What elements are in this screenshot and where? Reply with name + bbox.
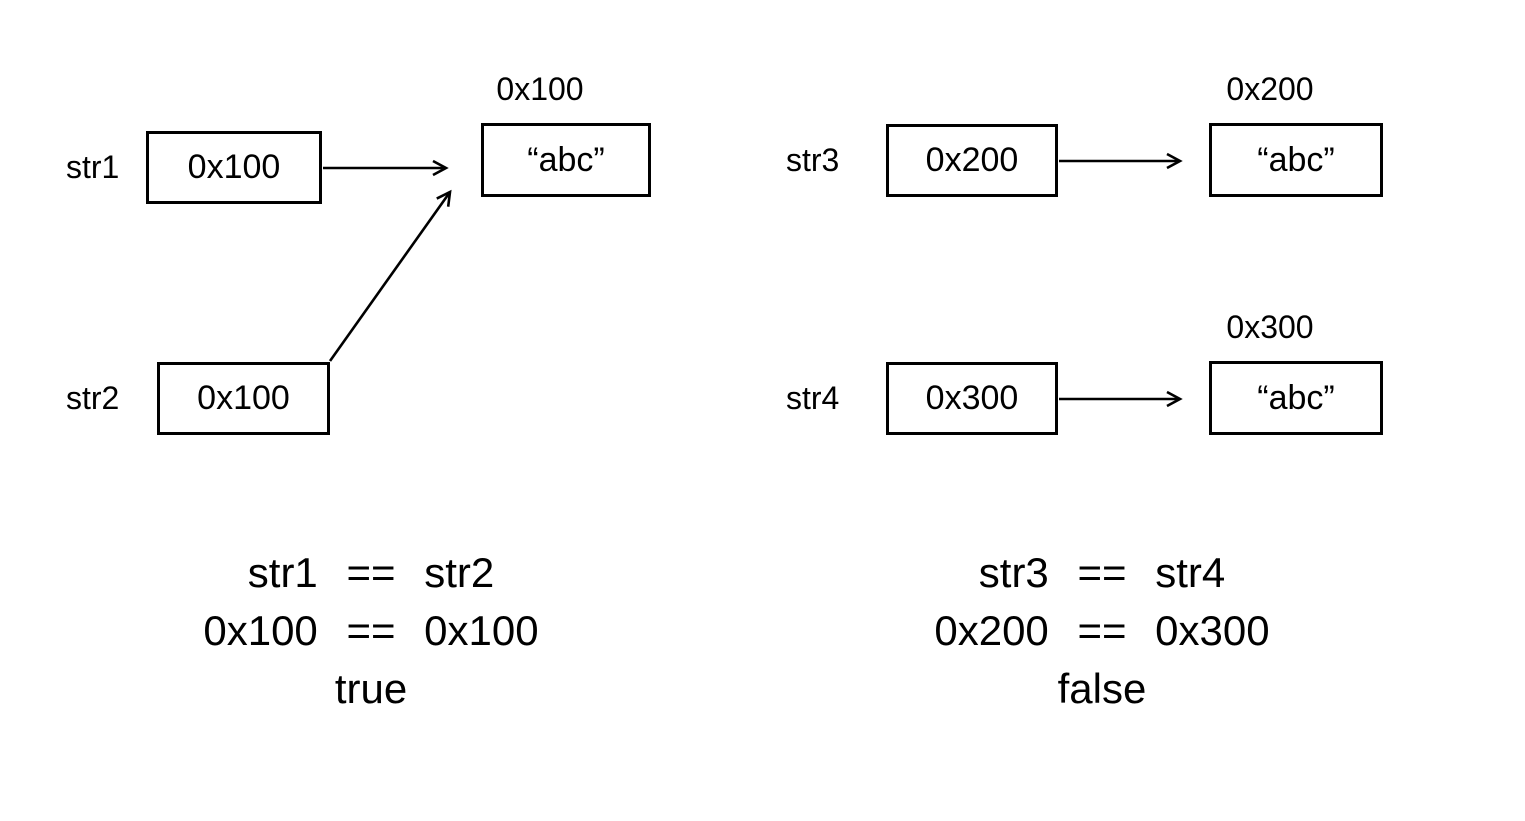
str3-var-label: str3: [786, 142, 840, 178]
str2-pointer-value: 0x100: [197, 379, 290, 417]
arrow-str2-to-heap-icon: [328, 189, 452, 362]
str3-pointer-value: 0x200: [925, 141, 1019, 179]
comparison-result: false: [1057, 665, 1147, 712]
comparison-addresses: 0x100 == 0x100: [203, 607, 539, 654]
heap-object-box-right-top: “abc”: [1209, 123, 1383, 197]
comparison-expression: str3 == str4: [978, 549, 1226, 596]
str1-var-label: str1: [66, 149, 120, 185]
heap-address-label-right-bottom: 0x300: [1226, 309, 1314, 345]
str2-pointer-box: 0x100: [157, 362, 330, 435]
heap-object-value-left: “abc”: [527, 140, 605, 179]
comparison-expression: str1 == str2: [247, 549, 495, 596]
heap-object-box-right-bottom: “abc”: [1209, 361, 1383, 435]
comparison-block-left: str1 == str2 0x100 == 0x100 true: [121, 544, 621, 718]
heap-address-label-left: 0x100: [496, 71, 584, 107]
heap-object-value-right-top: “abc”: [1257, 140, 1335, 179]
heap-object-box-left: “abc”: [481, 123, 651, 197]
heap-address-label-right-top: 0x200: [1226, 71, 1314, 107]
heap-object-value-right-bottom: “abc”: [1257, 378, 1335, 417]
str1-pointer-value: 0x100: [187, 148, 281, 186]
str4-pointer-box: 0x300: [886, 362, 1058, 435]
str3-pointer-box: 0x200: [886, 124, 1058, 197]
str4-pointer-value: 0x300: [925, 379, 1019, 417]
comparison-addresses: 0x200 == 0x300: [934, 607, 1270, 654]
str1-pointer-box: 0x100: [146, 131, 322, 204]
comparison-block-right: str3 == str4 0x200 == 0x300 false: [852, 544, 1352, 718]
str4-var-label: str4: [786, 380, 840, 416]
str2-var-label: str2: [66, 380, 120, 416]
comparison-result: true: [334, 665, 408, 712]
